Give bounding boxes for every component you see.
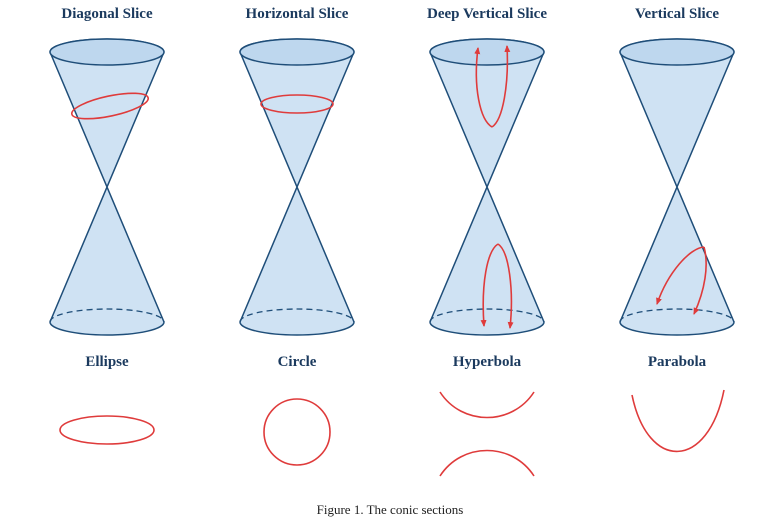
double-cone-vertical-slice-icon <box>619 38 735 336</box>
slice-title: Deep Vertical Slice <box>427 6 547 22</box>
column-horizontal-slice: Horizontal Slice Circle <box>202 6 392 490</box>
shape-label: Parabola <box>647 354 707 370</box>
vertical-slice-curve-icon <box>656 246 707 315</box>
shape-label: Hyperbola <box>452 354 522 370</box>
slice-title: Diagonal Slice <box>61 6 153 22</box>
horizontal-slice-ellipse-icon <box>260 94 334 114</box>
column-deep-vertical-slice: Deep Vertical Slice Hyperbola <box>392 6 582 490</box>
figure-caption: Figure 1. The conic sections <box>316 502 464 517</box>
shape-label: Circle <box>277 354 317 370</box>
slice-title: Horizontal Slice <box>245 6 349 22</box>
hyperbola-shape-icon <box>439 391 535 477</box>
parabola-shape-icon <box>631 389 725 453</box>
ellipse-shape-icon <box>59 415 155 445</box>
column-diagonal-slice: Diagonal Slice Ellipse <box>12 6 202 490</box>
circle-shape-icon <box>263 398 331 466</box>
double-cone-diagonal-slice-icon <box>49 38 165 336</box>
conic-sections-diagram: Diagonal Slice Ellipse Horizontal Slice … <box>12 6 772 490</box>
shape-label: Ellipse <box>85 354 129 370</box>
double-cone-deep-vertical-slice-icon <box>429 38 545 336</box>
deep-vertical-slice-curve-icon <box>474 45 514 329</box>
diagonal-slice-ellipse-icon <box>70 92 150 120</box>
double-cone-horizontal-slice-icon <box>239 38 355 336</box>
slice-title: Vertical Slice <box>634 6 719 22</box>
column-vertical-slice: Vertical Slice Parabola <box>582 6 772 490</box>
